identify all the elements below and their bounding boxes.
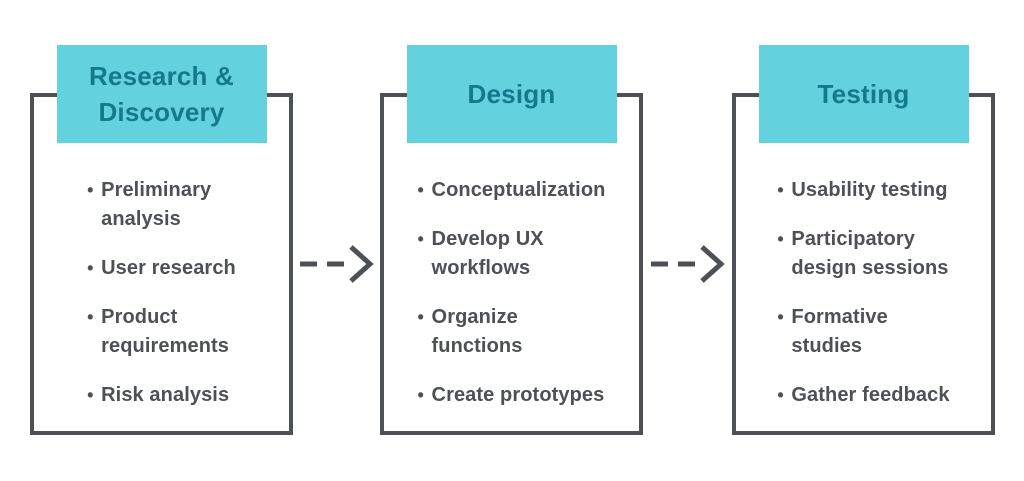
- list-item: • User research: [87, 254, 236, 283]
- phase-header: Design: [406, 45, 617, 143]
- list-item: • Organize functions: [418, 303, 606, 361]
- bullet-icon: •: [777, 229, 784, 249]
- phase-header-label: Testing: [817, 79, 910, 109]
- bullet-icon: •: [777, 180, 784, 200]
- list-item-text: Risk analysis: [101, 384, 230, 406]
- list-item-text: User research: [101, 257, 236, 279]
- phase-header: Research & Discovery: [56, 45, 267, 143]
- list-item-text: Gather feedback: [791, 384, 950, 406]
- list-item: • Develop UX workflows: [418, 225, 606, 283]
- list-item-text: Preliminary analysis: [101, 179, 212, 230]
- list-item-text: Usability testing: [791, 179, 948, 201]
- list-item: • Create prototypes: [418, 381, 606, 410]
- list-item: • Usability testing: [777, 176, 949, 205]
- phase-header-label: Research & Discovery: [88, 61, 235, 127]
- list-item: • Conceptualization: [418, 176, 606, 205]
- phase-list: • Conceptualization • Develop UX workflo…: [418, 176, 606, 410]
- list-item-text: Formative studies: [791, 306, 888, 357]
- bullet-icon: •: [777, 385, 784, 405]
- phase-header-label: Design: [467, 79, 556, 109]
- dashed-arrow-icon: [300, 245, 374, 283]
- bullet-icon: •: [87, 307, 94, 327]
- list-item-text: Organize functions: [431, 306, 523, 357]
- bullet-icon: •: [417, 385, 424, 405]
- dashed-arrow-icon: [651, 245, 725, 283]
- bullet-icon: •: [417, 229, 424, 249]
- list-item: • Formative studies: [777, 303, 949, 361]
- phase-header: Testing: [758, 45, 969, 143]
- bullet-icon: •: [417, 180, 424, 200]
- list-item: • Preliminary analysis: [87, 176, 236, 234]
- phase-list: • Preliminary analysis • User research •…: [87, 176, 236, 410]
- list-item-text: Develop UX workflows: [431, 228, 544, 279]
- phase-column-testing: Testing • Usability testing • Participat…: [732, 45, 995, 435]
- bullet-icon: •: [87, 258, 94, 278]
- phase-column-research-discovery: Research & Discovery • Preliminary analy…: [30, 45, 293, 435]
- list-item: • Participatory design sessions: [777, 225, 949, 283]
- list-item: • Product requirements: [87, 303, 236, 361]
- phase-column-design: Design • Conceptualization • Develop UX …: [380, 45, 643, 435]
- list-item: • Gather feedback: [777, 381, 949, 410]
- bullet-icon: •: [417, 307, 424, 327]
- bullet-icon: •: [87, 385, 94, 405]
- list-item-text: Participatory design sessions: [791, 228, 949, 279]
- list-item-text: Conceptualization: [431, 179, 606, 201]
- list-item: • Risk analysis: [87, 381, 236, 410]
- bullet-icon: •: [87, 180, 94, 200]
- phase-list: • Usability testing • Participatory desi…: [777, 176, 949, 410]
- list-item-text: Create prototypes: [431, 384, 605, 406]
- bullet-icon: •: [777, 307, 784, 327]
- list-item-text: Product requirements: [101, 306, 230, 357]
